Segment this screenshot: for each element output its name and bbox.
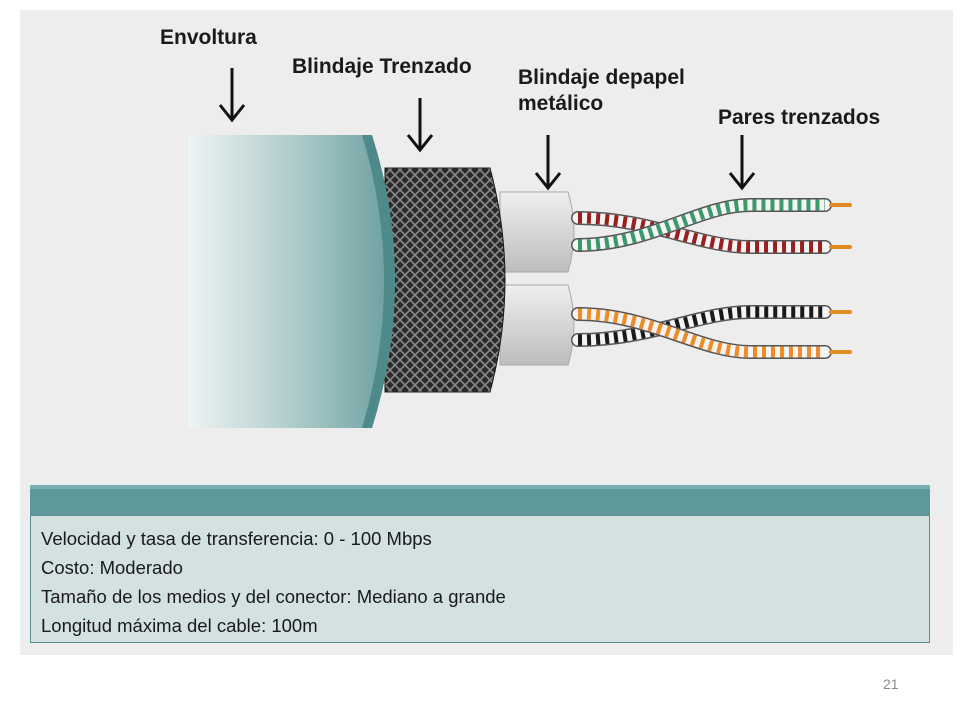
label-blindaje-trenzado: Blindaje Trenzado	[292, 55, 472, 78]
info-speed: Velocidad y tasa de transferencia: 0 - 1…	[41, 528, 432, 549]
label-blindaje-papel-line1: Blindaje depapel	[518, 66, 685, 89]
wire-pair-2	[571, 305, 832, 359]
arrow-down-icon	[534, 135, 562, 191]
wire-pair-1	[571, 198, 832, 254]
info-size: Tamaño de los medios y del conector: Med…	[41, 586, 506, 607]
foil-shield	[499, 191, 575, 366]
outer-jacket	[188, 135, 395, 428]
info-header-bar	[30, 485, 930, 515]
label-envoltura: Envoltura	[160, 26, 257, 49]
info-cost: Costo: Moderado	[41, 557, 183, 578]
label-blindaje-papel-line2: metálico	[518, 92, 604, 115]
info-box: Velocidad y tasa de transferencia: 0 - 1…	[30, 515, 930, 643]
copper-conductors	[829, 203, 852, 354]
pointer-arrows	[218, 68, 756, 191]
braided-shield	[384, 167, 506, 393]
arrow-down-icon	[406, 98, 434, 153]
page-number: 21	[883, 676, 899, 692]
arrow-down-icon	[218, 68, 246, 123]
arrow-down-icon	[728, 135, 756, 191]
stp-cable-diagram	[188, 68, 852, 428]
info-max-length: Longitud máxima del cable: 100m	[41, 615, 318, 636]
label-pares-trenzados: Pares trenzados	[718, 106, 881, 129]
